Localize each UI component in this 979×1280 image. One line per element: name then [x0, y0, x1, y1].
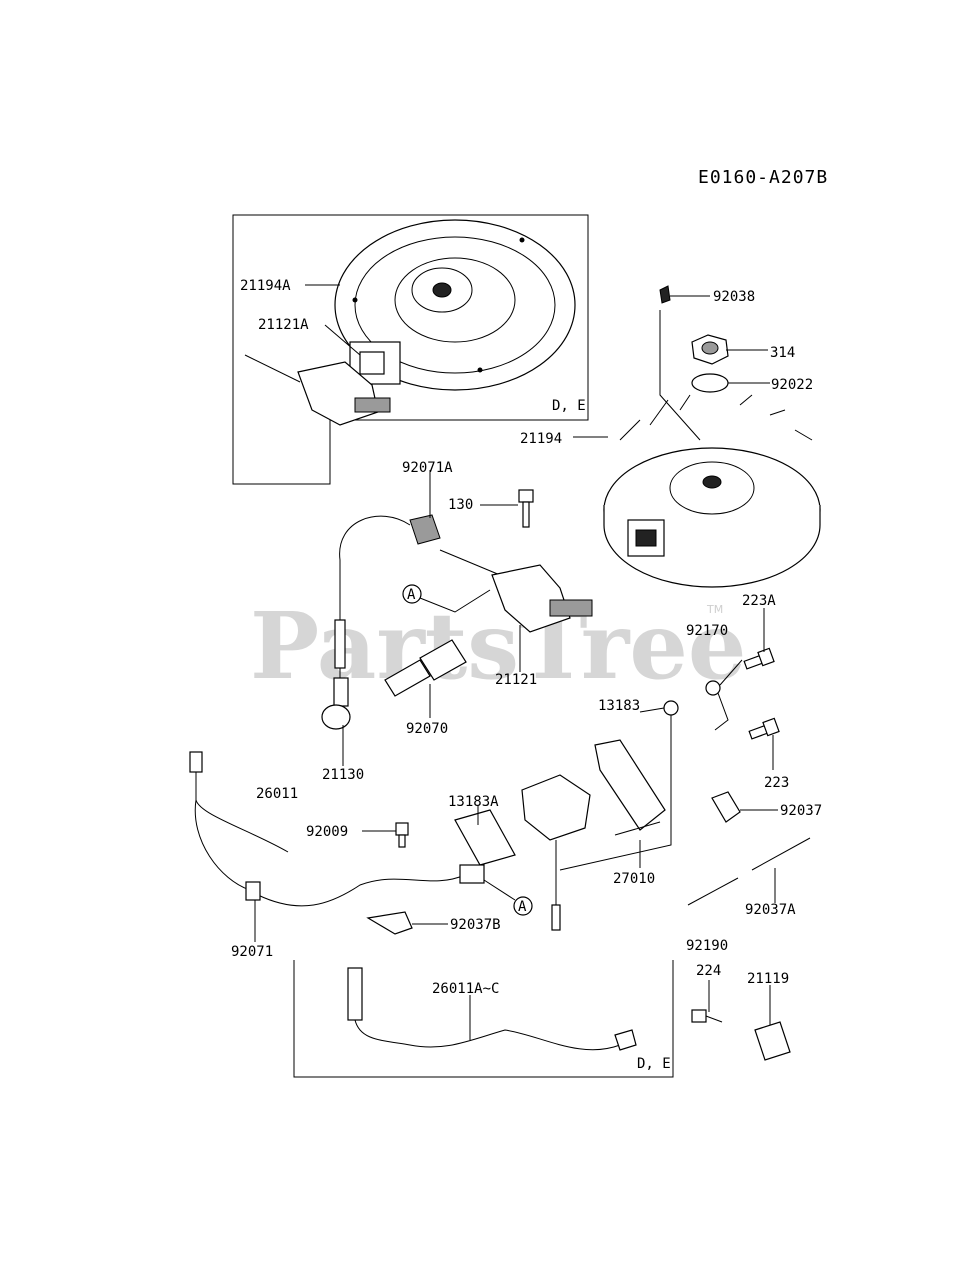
- bolt-130-drawing: [518, 489, 534, 528]
- part-label-21121: 21121: [495, 672, 537, 688]
- part-label-21121a: 21121A: [258, 317, 309, 333]
- part-label-92190: 92190: [686, 938, 728, 954]
- part-label-92071: 92071: [231, 944, 273, 960]
- part-label-92070: 92070: [406, 721, 448, 737]
- harness-26011-drawing: [189, 751, 485, 907]
- part-label-21130: 21130: [322, 767, 364, 783]
- part-label-26011: 26011: [256, 786, 298, 802]
- part-label-92071a: 92071A: [402, 460, 453, 476]
- part-label-13183: 13183: [598, 698, 640, 714]
- harness-26011a-c-drawing: [347, 967, 637, 1051]
- part-label-21194a: 21194A: [240, 278, 291, 294]
- part-label-92037b: 92037B: [450, 917, 501, 933]
- nut-314-drawing: [691, 334, 729, 365]
- part-label-21194: 21194: [520, 431, 562, 447]
- ignition-coil-21121-drawing: [439, 549, 593, 633]
- part-label-223: 223: [764, 775, 789, 791]
- bolt-223-drawing: [748, 717, 780, 740]
- part-label-223a: 223A: [742, 593, 776, 609]
- plate-13183a-drawing: [454, 809, 516, 866]
- part-label-92037a: 92037A: [745, 902, 796, 918]
- screw-92009-drawing: [395, 822, 409, 848]
- terminal-92170-drawing: [705, 680, 729, 731]
- clamp-92037-drawing: [711, 791, 741, 823]
- lead-13183-drawing: [559, 700, 679, 871]
- ref-circle-a-lower-label: A: [518, 899, 527, 915]
- key-leader-line: [659, 310, 701, 441]
- part-label-92022: 92022: [771, 377, 813, 393]
- spark-plug-92070-drawing: [384, 639, 467, 697]
- part-label-92009: 92009: [306, 824, 348, 840]
- bracket-drawing: [594, 739, 666, 831]
- module-21119-drawing: [754, 1021, 791, 1061]
- inset-box-top-label: D, E: [552, 398, 586, 414]
- inset-box-bottom: [293, 960, 674, 1078]
- partstree-watermark: PartsTree: [250, 592, 746, 700]
- part-label-26011a-c: 26011A~C: [432, 981, 499, 997]
- part-label-314: 314: [770, 345, 795, 361]
- key-92038-drawing: [659, 285, 671, 304]
- ignition-coil-21121a-drawing: [244, 354, 391, 426]
- leader-lines: [254, 284, 778, 1040]
- part-label-92038: 92038: [713, 289, 755, 305]
- diagram-code: E0160-A207B: [698, 167, 828, 188]
- flywheel-21194a-drawing: [334, 219, 576, 391]
- pin-27010-drawing: [614, 821, 661, 836]
- part-label-27010: 27010: [613, 871, 655, 887]
- plate-92071a-drawing: [409, 514, 441, 545]
- part-label-92037: 92037: [780, 803, 822, 819]
- part-label-13183a: 13183A: [448, 794, 499, 810]
- part-label-224: 224: [696, 963, 721, 979]
- ref-circle-a-upper-label: A: [407, 587, 416, 603]
- clip-92037b-drawing: [366, 911, 413, 935]
- stop-switch-drawing: [521, 774, 591, 931]
- bolt-223a-drawing: [743, 647, 775, 670]
- inset-box-bottom-label: D, E: [637, 1056, 671, 1072]
- high-tension-lead-drawing: [339, 515, 411, 680]
- part-label-21119: 21119: [747, 971, 789, 987]
- bolt-224-drawing: [691, 1009, 723, 1023]
- flywheel-21194-drawing: [603, 394, 821, 588]
- plug-cap-21130-drawing: [321, 677, 351, 730]
- ref-circle-a-upper: [402, 584, 422, 604]
- pin-92037a-drawing: [687, 837, 811, 906]
- part-label-92170: 92170: [686, 623, 728, 639]
- lead-sleeve-drawing: [334, 619, 346, 669]
- ref-circle-a-lower: [513, 896, 533, 916]
- part-label-130: 130: [448, 497, 473, 513]
- washer-92022-drawing: [691, 373, 729, 393]
- watermark-trademark: TM: [706, 603, 723, 616]
